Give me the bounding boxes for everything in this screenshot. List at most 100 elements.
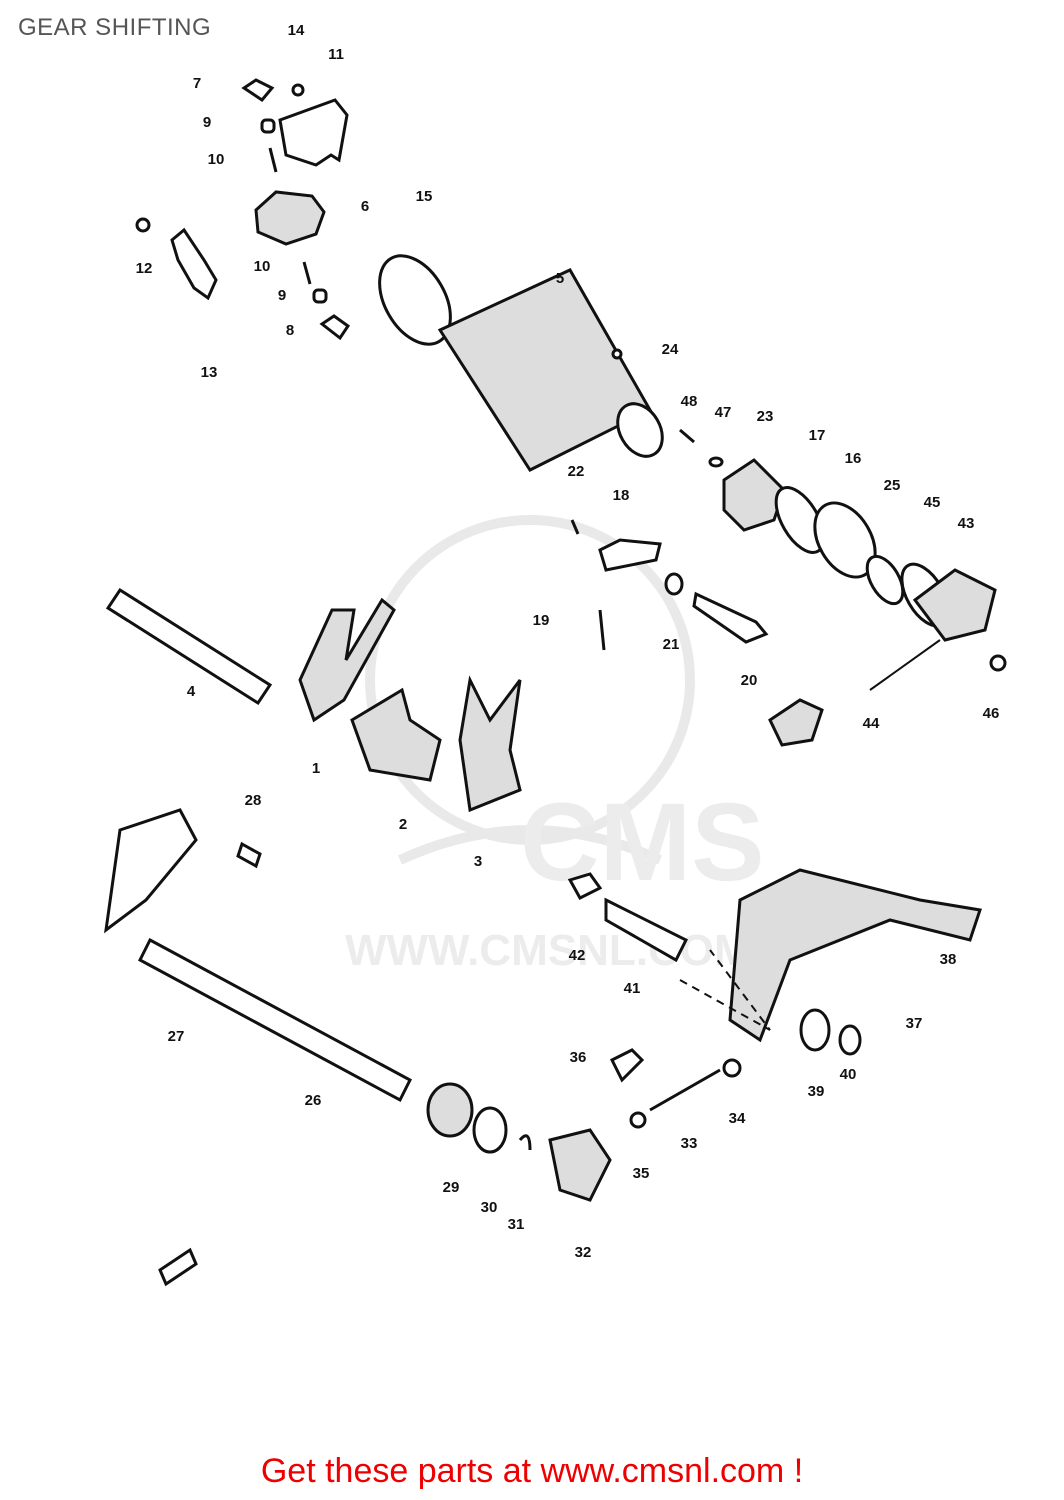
callout-16: 16 xyxy=(845,450,862,467)
part-26-shaft xyxy=(138,937,412,1103)
part-33-rod xyxy=(649,1068,721,1112)
callout-10: 10 xyxy=(254,258,271,275)
leader-dashed xyxy=(679,949,771,1031)
wire xyxy=(869,639,941,691)
callout-15: 15 xyxy=(416,188,433,205)
part-8 xyxy=(319,314,351,341)
callout-1: 1 xyxy=(312,760,320,777)
part-28-bolt xyxy=(236,841,262,869)
callout-38: 38 xyxy=(940,951,957,968)
part-22-clip xyxy=(570,519,580,535)
callout-7: 7 xyxy=(193,75,201,92)
part-37-shift-lever xyxy=(728,868,982,1043)
forward-arrow xyxy=(158,1247,198,1287)
part-9b-pin xyxy=(312,288,328,304)
callout-20: 20 xyxy=(741,672,758,689)
footer-link[interactable]: Get these parts at www.cmsnl.com ! xyxy=(260,1452,804,1490)
part-32-joint xyxy=(548,1128,612,1202)
part-40-clip xyxy=(838,1024,862,1056)
watermark-brand: CMS xyxy=(520,781,764,904)
callout-39: 39 xyxy=(808,1083,825,1100)
part-25-oring xyxy=(865,554,905,606)
callout-26: 26 xyxy=(305,1092,322,1109)
part-9-pin xyxy=(260,118,276,134)
part-48-screw xyxy=(679,428,695,444)
part-36-bolt xyxy=(609,1048,645,1083)
part-17-circlip xyxy=(774,486,826,554)
callout-47: 47 xyxy=(715,404,732,421)
callout-6: 6 xyxy=(361,198,369,215)
part-46-screw xyxy=(989,654,1007,672)
callout-24: 24 xyxy=(662,341,679,358)
callout-10: 10 xyxy=(208,151,225,168)
page-title: GEAR SHIFTING xyxy=(18,14,212,41)
callout-18: 18 xyxy=(613,487,630,504)
callout-41: 41 xyxy=(624,980,641,997)
part-31-clip xyxy=(518,1134,532,1151)
part-27-arm xyxy=(104,808,198,934)
callout-33: 33 xyxy=(681,1135,698,1152)
callout-labels: 1234567899101011121314151617181920212223… xyxy=(136,22,1000,1261)
part-42-washer xyxy=(567,872,603,900)
part-5-shift-drum xyxy=(378,254,664,472)
part-21-washer xyxy=(664,572,684,596)
callout-3: 3 xyxy=(474,853,482,870)
part-29-seal xyxy=(426,1082,474,1138)
part-10b-spring xyxy=(302,261,312,285)
callout-40: 40 xyxy=(840,1066,857,1083)
part-7 xyxy=(241,78,275,102)
part-39-washer xyxy=(799,1008,831,1052)
callout-2: 2 xyxy=(399,816,407,833)
callout-22: 22 xyxy=(568,463,585,480)
part-47-pin xyxy=(708,456,724,468)
callout-23: 23 xyxy=(757,408,774,425)
part-2-fork xyxy=(350,687,442,782)
callout-32: 32 xyxy=(575,1244,592,1261)
callout-8: 8 xyxy=(286,322,294,339)
callout-42: 42 xyxy=(569,947,586,964)
part-24-pin xyxy=(611,348,623,360)
callout-46: 46 xyxy=(983,705,1000,722)
watermark-url: WWW.CMSNL.COM xyxy=(345,926,751,975)
part-34-nut xyxy=(722,1058,742,1078)
callout-9: 9 xyxy=(203,114,211,131)
part-4-fork-shaft xyxy=(105,587,273,706)
callout-25: 25 xyxy=(884,477,901,494)
callout-5: 5 xyxy=(556,270,564,287)
part-41-pivot xyxy=(604,897,689,963)
part-44-cap xyxy=(768,698,824,747)
part-23-plate xyxy=(722,458,786,532)
callout-29: 29 xyxy=(443,1179,460,1196)
part-3-fork xyxy=(458,675,522,813)
part-cover-plate xyxy=(278,83,349,167)
part-18-pawl xyxy=(598,538,662,572)
callout-28: 28 xyxy=(245,792,262,809)
callout-31: 31 xyxy=(508,1216,525,1233)
callout-30: 30 xyxy=(481,1199,498,1216)
callout-36: 36 xyxy=(570,1049,587,1066)
callout-11: 11 xyxy=(328,46,344,63)
callout-43: 43 xyxy=(958,515,975,532)
exploded-parts-diagram: CMS WWW.CMSNL.COM xyxy=(104,22,1007,1287)
callout-17: 17 xyxy=(809,427,826,444)
part-1-fork xyxy=(298,597,396,723)
callout-4: 4 xyxy=(187,683,196,700)
callout-13: 13 xyxy=(201,364,218,381)
part-12-bolt xyxy=(135,217,151,233)
part-13-stopper xyxy=(170,227,218,301)
part-6-cam xyxy=(254,190,326,246)
callout-48: 48 xyxy=(681,393,698,410)
part-30-washer xyxy=(472,1106,508,1154)
callout-37: 37 xyxy=(906,1015,923,1032)
watermark: CMS WWW.CMSNL.COM xyxy=(345,515,764,975)
callout-12: 12 xyxy=(136,260,153,277)
part-20-bolt xyxy=(692,591,769,644)
callout-45: 45 xyxy=(924,494,941,511)
callout-34: 34 xyxy=(729,1110,746,1127)
callout-44: 44 xyxy=(863,715,880,732)
part-35-nut xyxy=(629,1111,647,1129)
part-19-spring xyxy=(598,609,606,651)
callout-35: 35 xyxy=(633,1165,650,1182)
part-16-bearing xyxy=(813,501,877,579)
